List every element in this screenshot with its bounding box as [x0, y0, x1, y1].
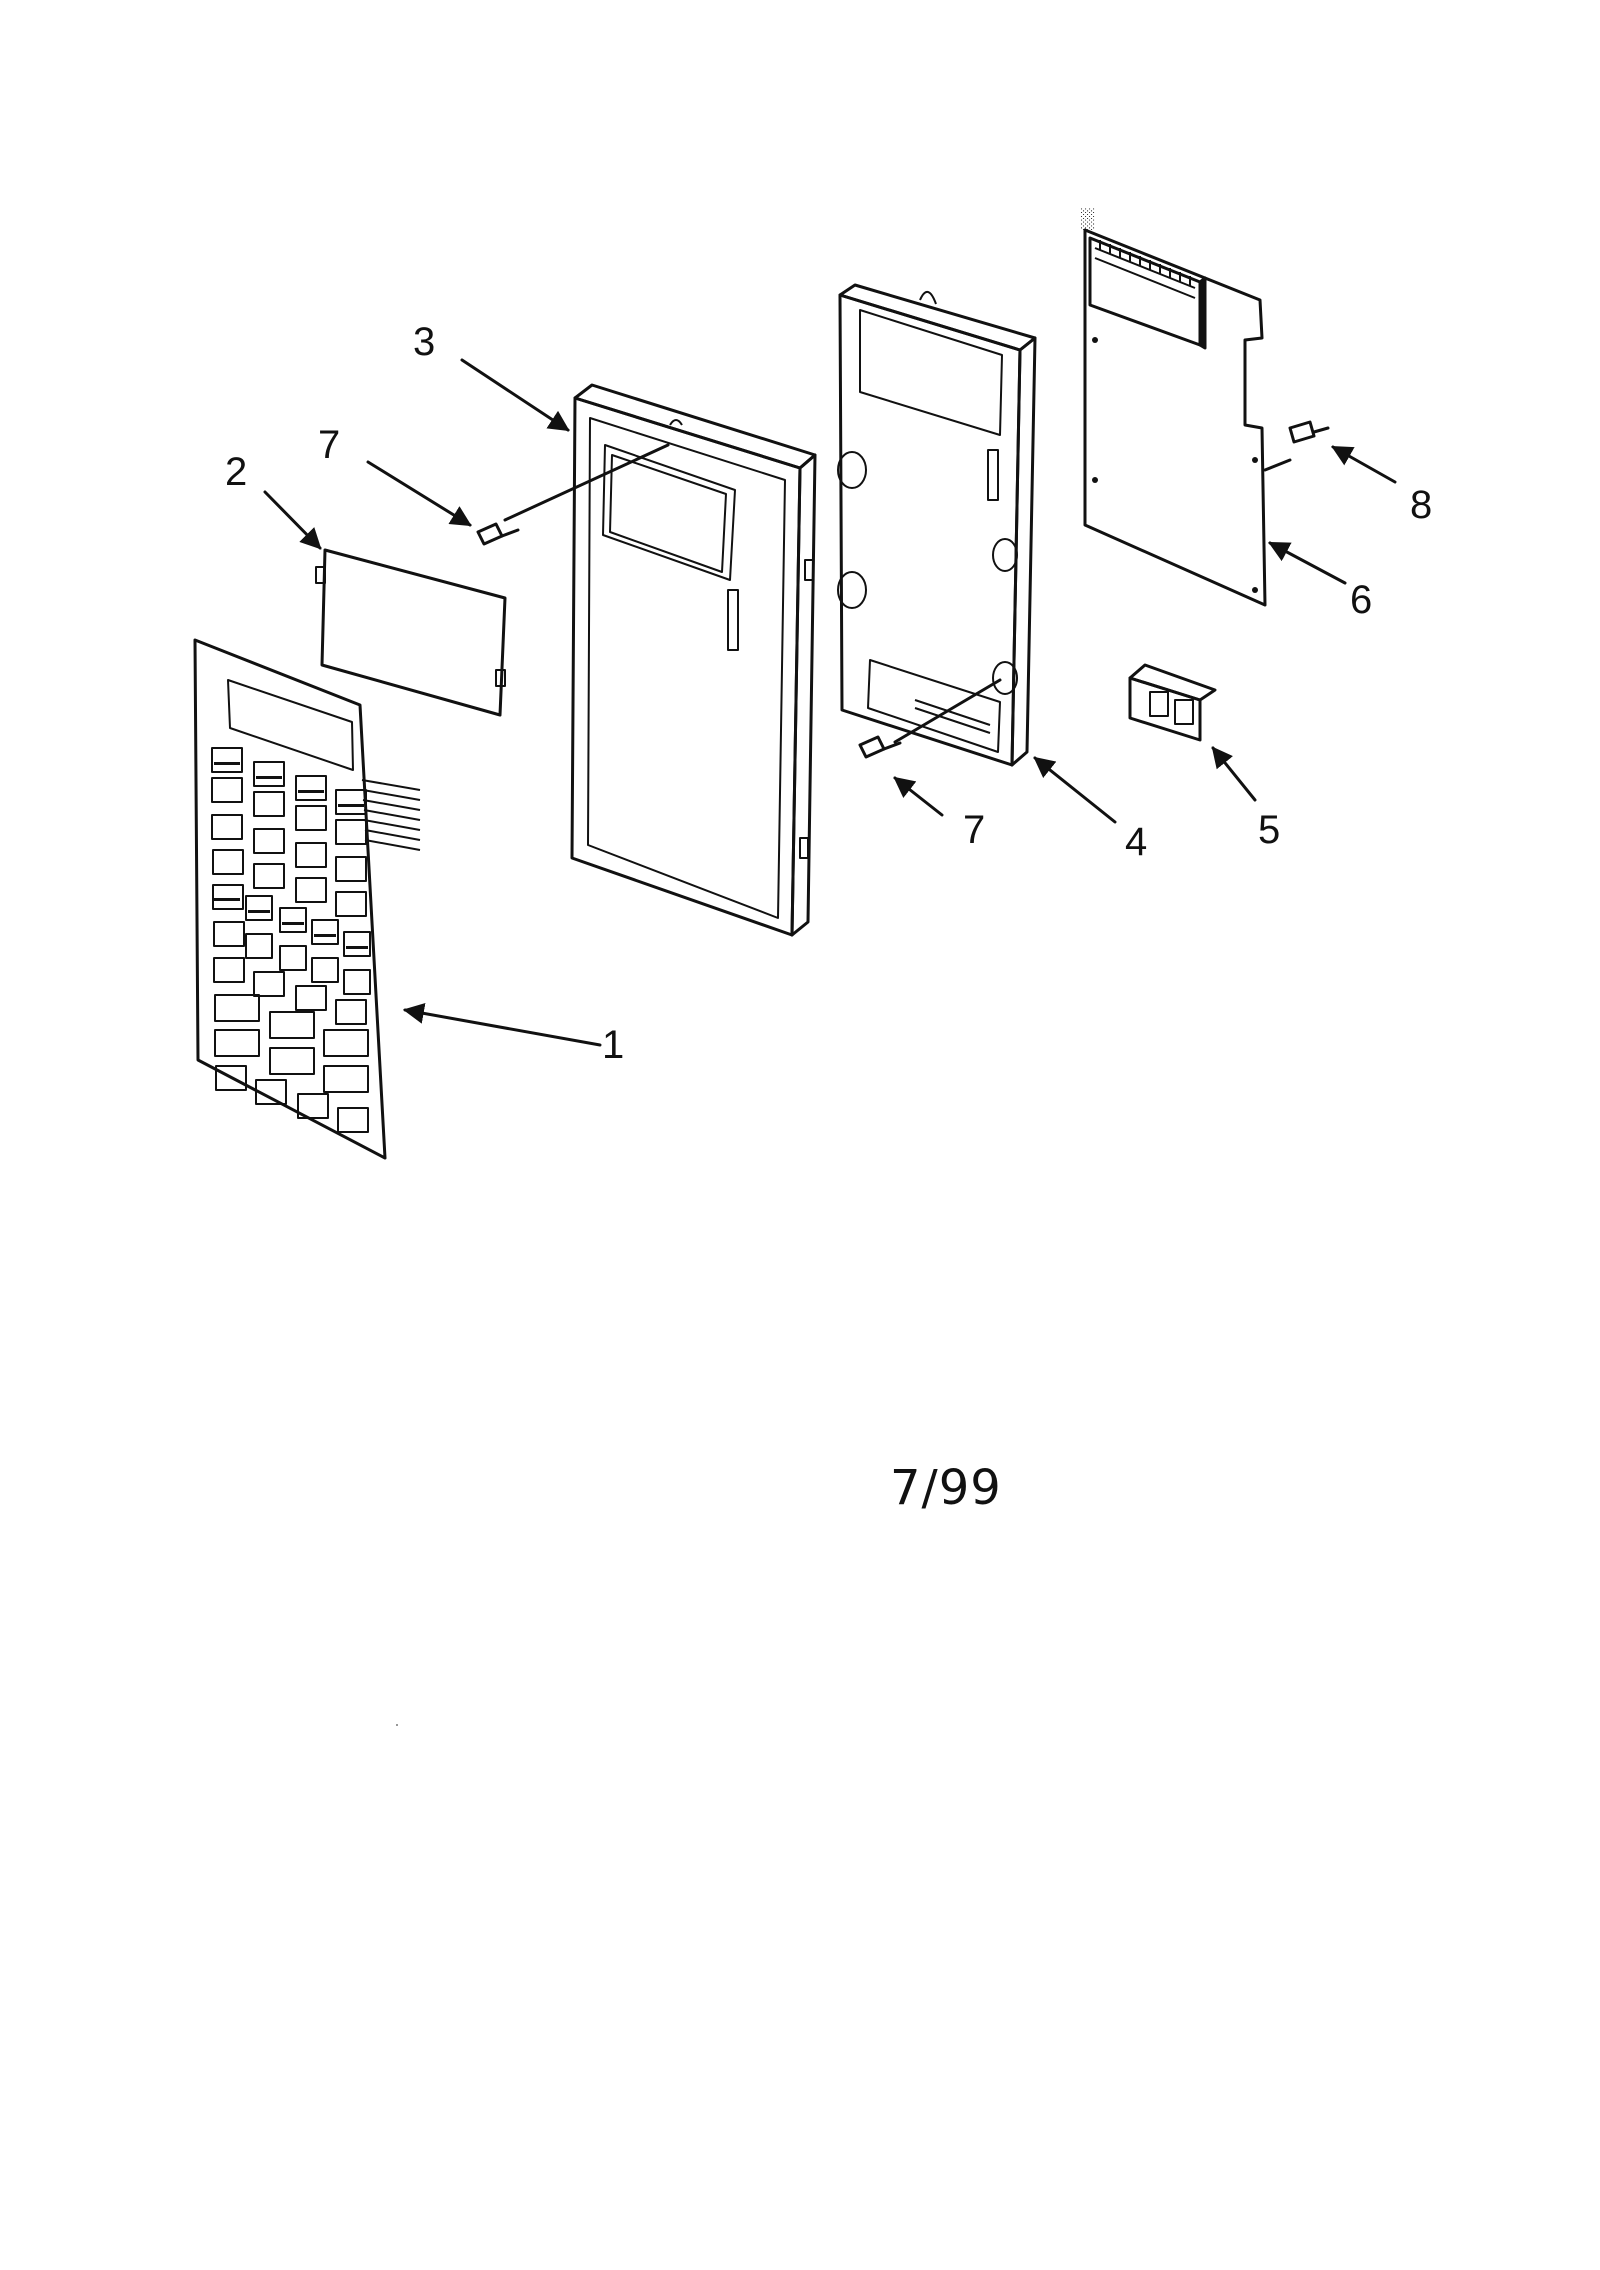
callout-7-upper: 7: [318, 423, 340, 467]
callout-2: 2: [225, 450, 247, 494]
callout-8: 8: [1410, 483, 1432, 527]
part-3-control-panel-frame: [570, 383, 817, 937]
part-6-circuit-board: ░: [1080, 208, 1267, 607]
callout-1: 1: [602, 1023, 624, 1067]
part-8-screw: [1288, 420, 1330, 444]
part-1-keypad-membrane: [193, 638, 421, 1160]
stray-dot: [396, 1724, 398, 1726]
revision-date: 7/99: [890, 1460, 1002, 1516]
part-2-display-window: [315, 548, 507, 717]
callout-3: 3: [413, 320, 435, 364]
callout-7-lower: 7: [963, 808, 985, 852]
part-7-screw-upper: [476, 522, 520, 546]
callout-4: 4: [1125, 820, 1147, 864]
part-5-bracket: [1128, 663, 1217, 742]
callout-6: 6: [1350, 578, 1372, 622]
callout-5: 5: [1258, 808, 1280, 852]
leader-lines: [263, 358, 1397, 1047]
part-4-panel-housing: [837, 283, 1037, 767]
part-7-screw-lower: [858, 735, 902, 759]
svg-text:░: ░: [1080, 208, 1095, 230]
